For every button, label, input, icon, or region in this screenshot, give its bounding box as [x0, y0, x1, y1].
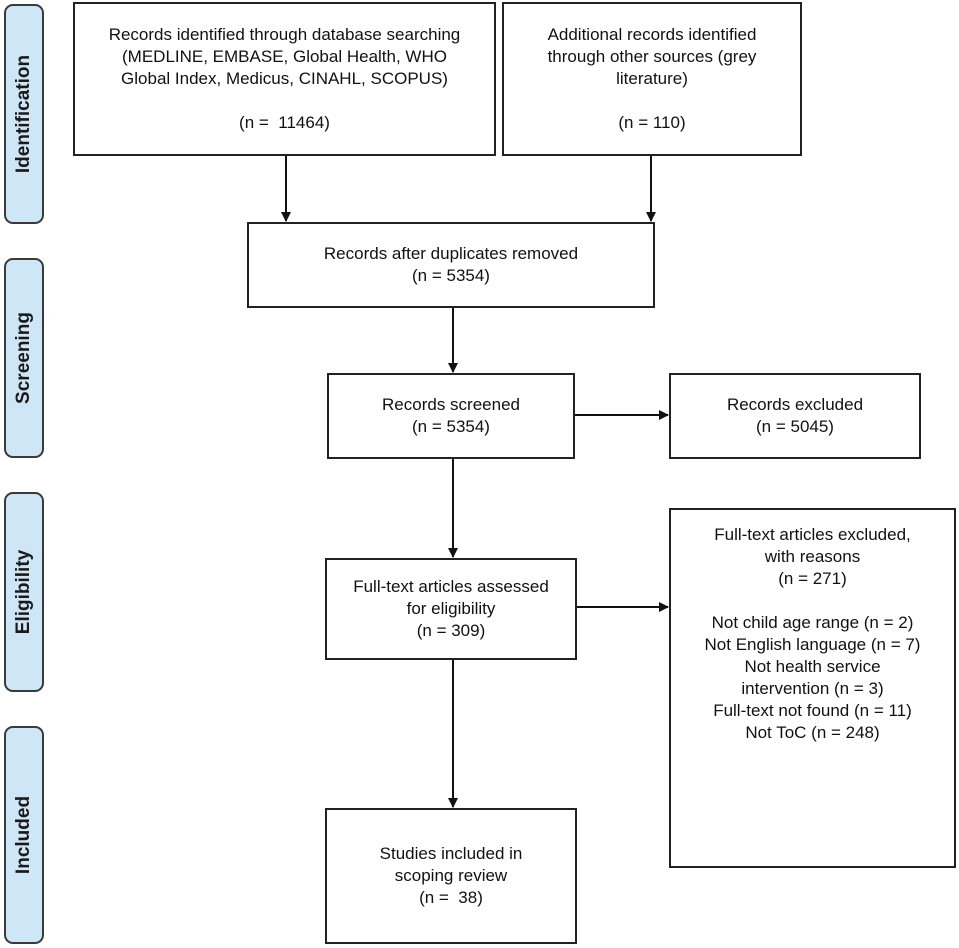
database-records-text: Global Index, Medicus, CINAHL, SCOPUS) — [121, 69, 448, 88]
database-records-count: (n = 11464) — [239, 113, 330, 132]
records-excluded-text: Records excluded — [726, 395, 864, 414]
other-sources-text: literature) — [616, 69, 688, 88]
records-screened-box: Records screened (n = 5354) — [327, 373, 575, 459]
fulltext-assessed-text: Full-text articles assessed — [353, 577, 549, 596]
fulltext-assessed-box: Full-text articles assessed for eligibil… — [325, 558, 577, 660]
other-sources-box: Additional records identified through ot… — [502, 2, 802, 156]
fulltext-excluded-header: with reasons — [764, 547, 861, 566]
other-sources-text: Additional records identified — [547, 25, 757, 44]
exclusion-reason: Not child age range (n = 2) — [711, 613, 914, 632]
exclusion-reason: Not ToC (n = 248) — [745, 723, 880, 742]
exclusion-reason: Full-text not found (n = 11) — [713, 701, 912, 720]
fulltext-excluded-box: Full-text articles excluded, with reason… — [669, 508, 956, 868]
fulltext-assessed-text: for eligibility — [406, 599, 496, 618]
phase-eligibility: Eligibility — [4, 492, 44, 692]
studies-included-count: (n = 38) — [419, 888, 483, 907]
exclusion-reason: Not health service — [744, 657, 881, 676]
studies-included-text: Studies included in — [379, 844, 523, 863]
phase-identification: Identification — [4, 4, 44, 224]
records-screened-text: Records screened — [382, 395, 520, 414]
phase-included: Included — [4, 726, 44, 944]
records-screened-count: (n = 5354) — [412, 417, 490, 436]
after-duplicates-box: Records after duplicates removed (n = 53… — [247, 222, 655, 308]
database-records-text: Records identified through database sear… — [108, 25, 461, 44]
other-sources-count: (n = 110) — [618, 113, 686, 132]
exclusion-reason: Not English language (n = 7) — [704, 635, 921, 654]
database-records-text: (MEDLINE, EMBASE, Global Health, WHO — [122, 47, 447, 66]
after-duplicates-text: Records after duplicates removed — [323, 244, 579, 263]
database-records-box: Records identified through database sear… — [73, 2, 496, 156]
fulltext-excluded-count: (n = 271) — [778, 569, 847, 588]
fulltext-assessed-count: (n = 309) — [416, 621, 486, 640]
exclusion-reason: intervention (n = 3) — [741, 679, 884, 698]
studies-included-box: Studies included in scoping review (n = … — [325, 808, 577, 944]
fulltext-excluded-header: Full-text articles excluded, — [714, 525, 911, 544]
records-excluded-count: (n = 5045) — [756, 417, 834, 436]
studies-included-text: scoping review — [394, 866, 508, 885]
records-excluded-box: Records excluded (n = 5045) — [669, 373, 921, 459]
phase-screening: Screening — [4, 258, 44, 458]
after-duplicates-count: (n = 5354) — [412, 266, 490, 285]
other-sources-text: through other sources (grey — [547, 47, 757, 66]
